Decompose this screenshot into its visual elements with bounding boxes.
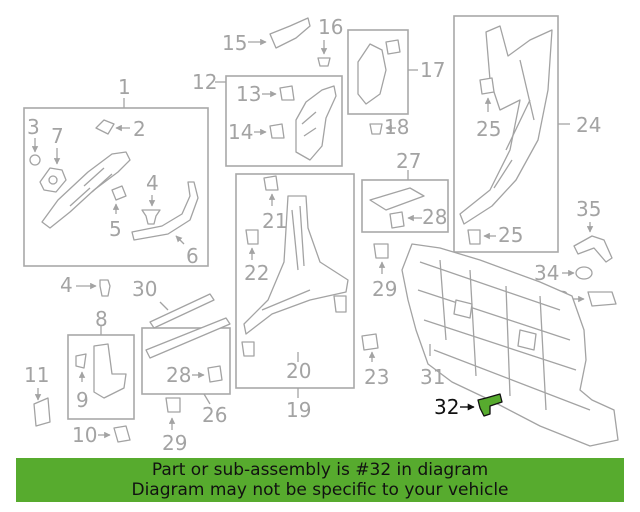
callout-26: 26 [202,403,227,427]
group-box-26 [141,327,231,395]
bracket-15 [269,17,311,49]
callout-14: 14 [228,120,253,144]
bumper-33 [587,291,617,307]
callout-20: 20 [286,359,311,383]
bracket-17 [357,43,387,105]
callout-28-lower: 28 [166,363,191,387]
callout-19: 19 [286,398,311,422]
clip-9 [75,353,87,369]
clip-29-lower [165,397,181,413]
callout-31: 31 [420,365,445,389]
quarter-trim-24 [459,25,553,225]
bracket-11 [33,397,51,427]
callout-10: 10 [72,423,97,447]
weatherstrip-6 [131,181,199,241]
callout-3: 3 [27,115,40,139]
clip-5 [111,185,127,201]
callout-18: 18 [384,115,409,139]
callout-9: 9 [76,388,89,412]
clip-25-upper [479,77,495,95]
clip-10 [113,425,131,443]
callout-6: 6 [186,244,199,268]
scuff-27 [369,187,425,211]
clip-20-right [333,295,347,313]
clip-25-lower [467,229,481,245]
notice-banner: Part or sub-assembly is #32 in diagram D… [16,458,624,502]
callout-29-lower: 29 [162,431,187,455]
clip-28-upper [389,211,405,229]
trim-35 [573,235,613,263]
callout-25-lower: 25 [498,223,523,247]
callout-1: 1 [118,75,131,99]
group-box-1 [23,107,209,267]
grommet-34 [575,266,593,280]
clip-2 [95,119,115,135]
callout-32: 32 [434,395,459,419]
callout-7: 7 [51,124,64,148]
callout-27: 27 [396,149,421,173]
callout-23: 23 [364,365,389,389]
push-pin-32 [477,393,503,417]
clip-20-lower [241,341,255,357]
trim-8 [93,343,127,399]
pillar-trim-20 [243,195,349,335]
callout-13: 13 [236,82,261,106]
rear-panel-31 [401,243,619,447]
callout-22: 22 [244,261,269,285]
group-box-17 [347,29,409,115]
group-box-12 [225,75,343,167]
clip-13 [279,85,295,101]
clip-21 [263,175,279,191]
scuff-plate-30 [149,293,215,329]
push-pin-4 [141,209,161,225]
callout-21: 21 [262,209,287,233]
callout-5: 5 [109,217,122,241]
callout-29-upper: 29 [372,277,397,301]
notice-line-1: Part or sub-assembly is #32 in diagram [151,460,489,480]
callout-4-bottom: 4 [60,273,73,297]
callout-25-upper: 25 [476,117,501,141]
callout-15: 15 [222,31,247,55]
clip-29-upper [373,243,389,259]
clip-14 [269,123,285,139]
clip-22 [245,229,259,245]
callout-30: 30 [132,277,157,301]
screw-16 [317,57,331,67]
callout-17: 17 [420,58,445,82]
notice-line-2: Diagram may not be specific to your vehi… [131,480,509,500]
screw-18 [369,123,383,135]
callout-28-upper: 28 [422,205,447,229]
callout-8: 8 [95,307,108,331]
callout-12: 12 [192,70,217,94]
trim-panel-1 [41,151,131,229]
callout-24: 24 [576,113,601,137]
group-box-24 [453,15,559,253]
clip-28-lower [207,365,223,383]
push-pin-4-loose [99,279,111,297]
group-box-27 [361,179,449,233]
callout-35: 35 [576,197,601,221]
screw-3 [29,154,41,166]
sill-plate-26 [145,317,231,359]
trim-panel-12 [295,85,337,161]
clip-23 [361,333,379,351]
callout-2: 2 [133,117,146,141]
callout-11: 11 [24,363,49,387]
callout-4-top: 4 [146,171,159,195]
group-box-19 [235,173,355,389]
callout-16: 16 [318,15,343,39]
